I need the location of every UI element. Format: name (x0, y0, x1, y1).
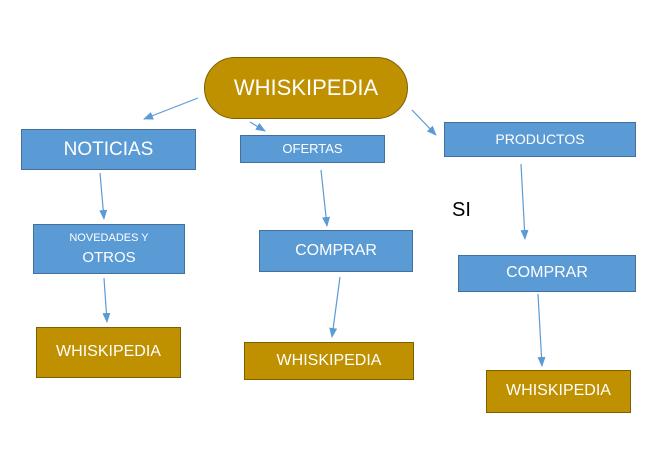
node-comprar-right-label: COMPRAR (506, 264, 588, 282)
node-whiskipedia-middle: WHISKIPEDIA (244, 342, 414, 380)
root-node-label: WHISKIPEDIA (233, 75, 379, 101)
node-productos-label: PRODUCTOS (495, 131, 585, 148)
node-comprar-middle: COMPRAR (259, 230, 413, 272)
node-whiskipedia-right-label: WHISKIPEDIA (506, 382, 611, 400)
arrow-root-to-productos (411, 109, 437, 136)
arrow-comprar-to-leaf-right (537, 293, 546, 367)
arrow-root-to-ofertas (249, 121, 266, 132)
note-si: SI (452, 199, 471, 221)
arrow-root-to-noticias (143, 97, 199, 120)
arrow-ofertas-to-comprar (320, 169, 331, 227)
arrow-noticias-to-novedades (99, 172, 108, 220)
node-ofertas-label: OFERTAS (282, 140, 343, 156)
arrow-productos-to-comprar (520, 163, 529, 240)
node-whiskipedia-right: WHISKIPEDIA (486, 370, 631, 413)
node-novedades-y-otros: NOVEDADES Y OTROS (33, 224, 185, 274)
arrow-comprar-to-leaf-middle (329, 276, 341, 338)
node-whiskipedia-middle-label: WHISKIPEDIA (276, 351, 382, 369)
node-novedades-line2: OTROS (82, 249, 136, 267)
node-comprar-right: COMPRAR (458, 255, 636, 292)
node-productos: PRODUCTOS (444, 122, 636, 157)
node-whiskipedia-left-label: WHISKIPEDIA (56, 343, 161, 361)
node-noticias-label: NOTICIAS (63, 138, 154, 160)
node-novedades-line1: NOVEDADES Y (69, 231, 149, 244)
node-ofertas: OFERTAS (240, 135, 385, 163)
root-node-whiskipedia: WHISKIPEDIA (204, 57, 408, 119)
arrow-novedades-to-leaf (102, 277, 111, 323)
node-noticias: NOTICIAS (21, 129, 196, 170)
node-comprar-middle-label: COMPRAR (295, 241, 377, 259)
node-whiskipedia-left: WHISKIPEDIA (36, 327, 181, 378)
